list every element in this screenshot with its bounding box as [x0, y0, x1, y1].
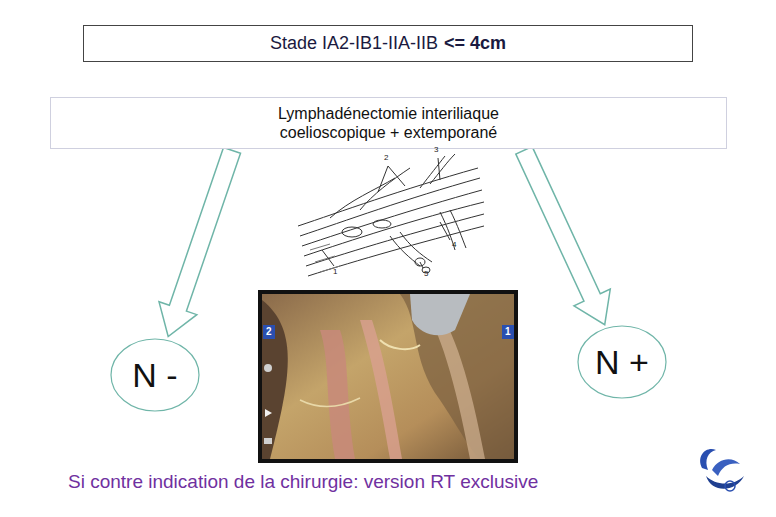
- block-arrow: [159, 147, 241, 336]
- title-box: Stade IA2-IB1-IIA-IIB <= 4cm: [83, 25, 693, 62]
- node-text: N -: [132, 356, 177, 394]
- society-logo: [700, 449, 744, 491]
- node-text: Stade IA2-IB1-IIA-IIB: [270, 33, 438, 53]
- callout-number: 3: [434, 146, 438, 154]
- text-group: N -: [132, 355, 177, 396]
- callout-number: 5: [424, 270, 428, 278]
- block-arrow: [516, 147, 610, 325]
- procedure-box: Lymphadénectomie interiliaque coelioscop…: [50, 97, 727, 149]
- callout-number: 4: [452, 241, 456, 249]
- result-ellipse: N -: [110, 338, 200, 412]
- text-group: Lymphadénectomie interiliaque coelioscop…: [264, 104, 514, 142]
- callout-number: 2: [384, 154, 388, 162]
- result-ellipse: N +: [577, 325, 667, 399]
- node-text: N +: [595, 343, 649, 381]
- ellipse-shape: [111, 339, 199, 411]
- anatomy-illustration: [298, 154, 484, 276]
- camera-port-number: 1: [505, 327, 511, 337]
- text-group: N +: [595, 342, 649, 383]
- camera-port-number: 2: [266, 327, 272, 337]
- laparoscopy-photo: [258, 290, 518, 463]
- text-group: Stade IA2-IB1-IIA-IIB <= 4cm: [270, 33, 506, 55]
- node-text: <= 4cm: [444, 33, 506, 53]
- node-text: Lymphadénectomie interiliaque coelioscop…: [278, 105, 499, 141]
- ellipse-shape: [578, 326, 666, 398]
- note-text: Si contre indication de la chirurgie: ve…: [68, 472, 538, 491]
- callout-number: 1: [333, 268, 337, 276]
